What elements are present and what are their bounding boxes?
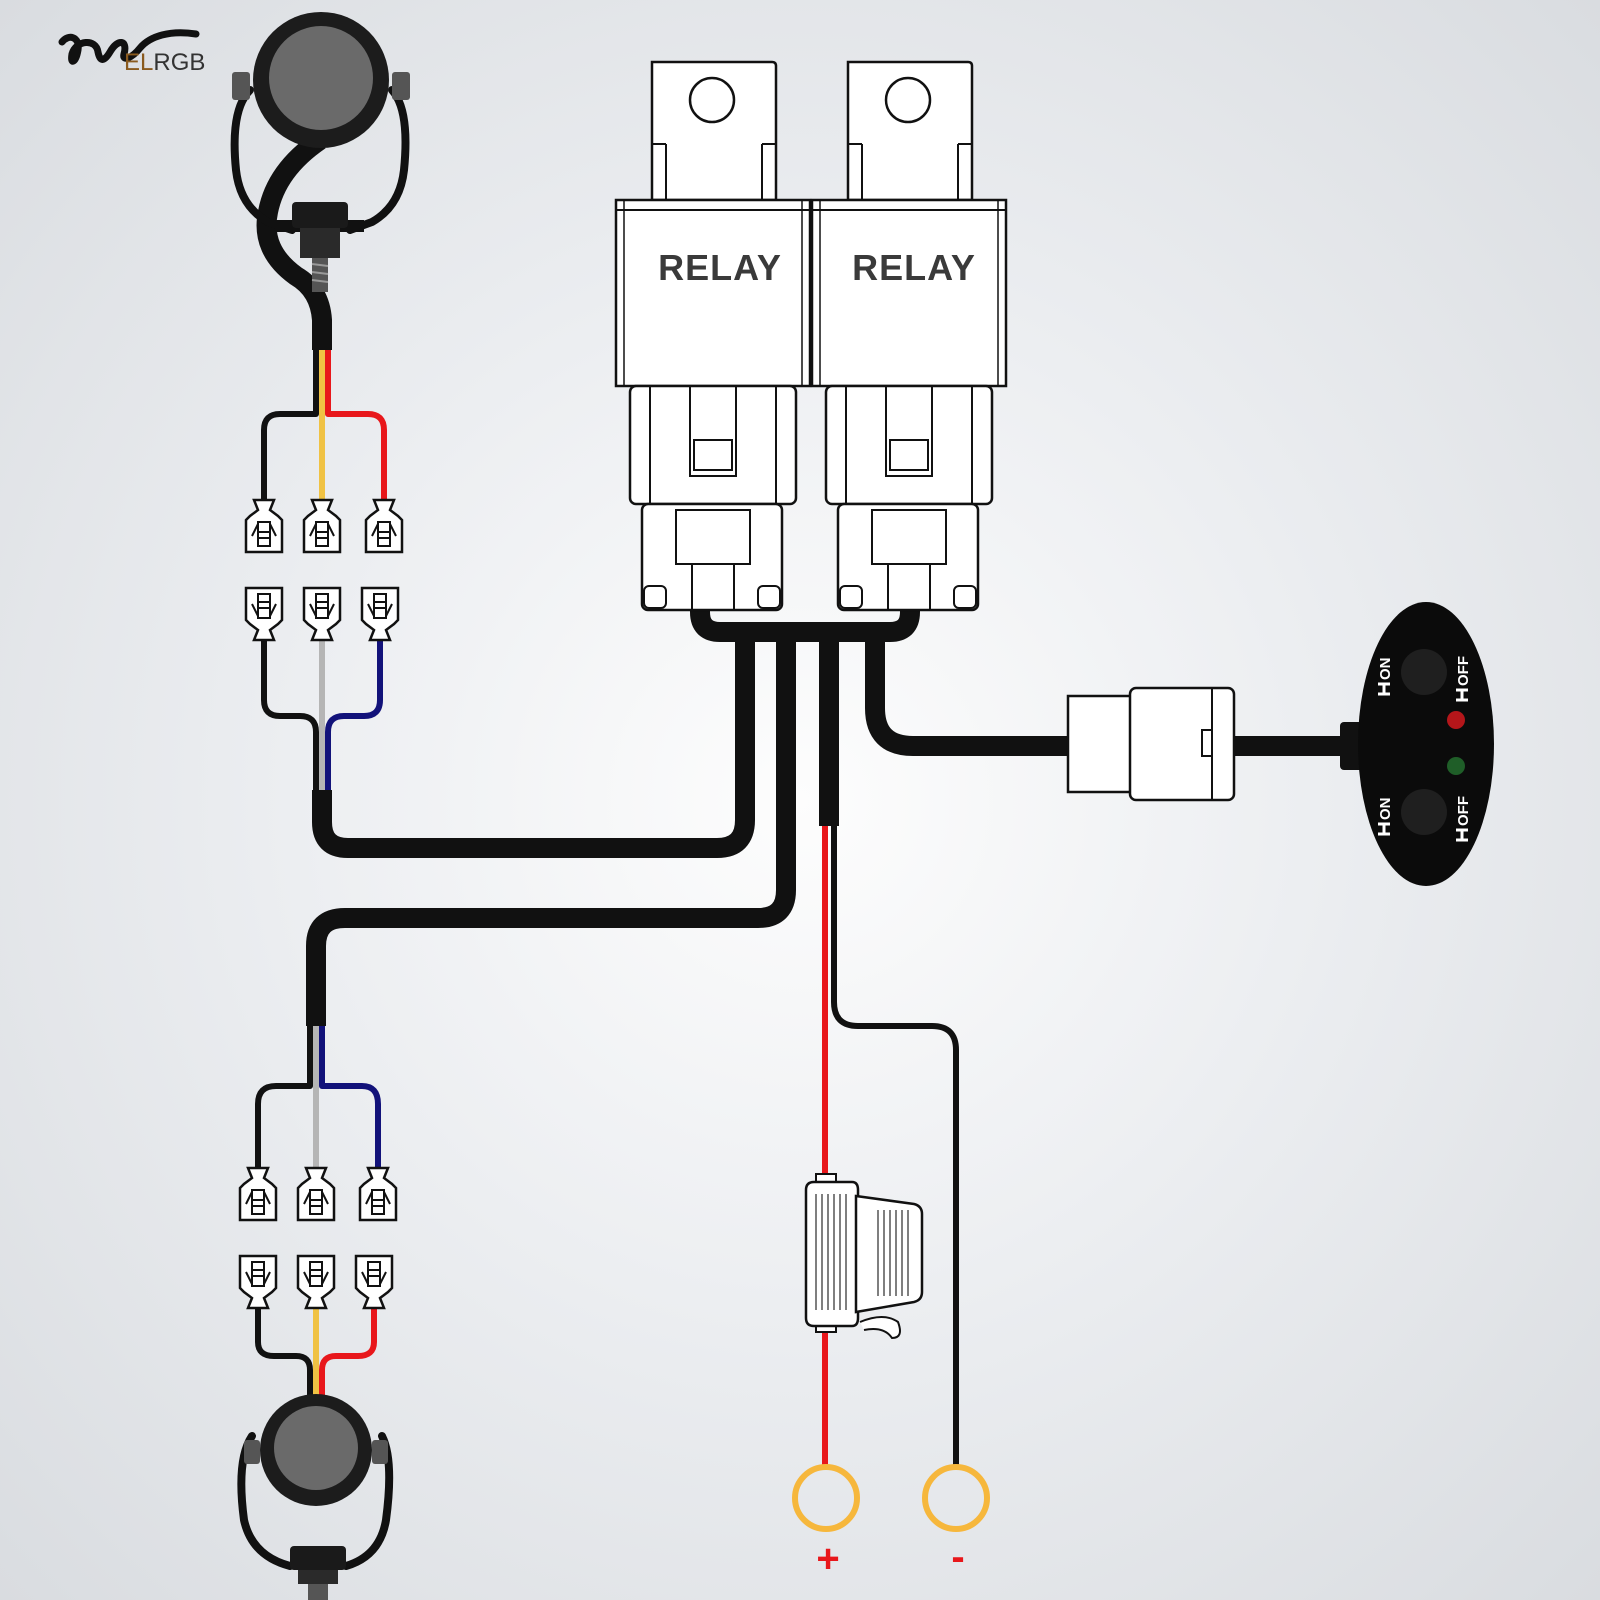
- main-harness: [256, 131, 1070, 1026]
- lower-red-wire: [319, 1306, 377, 1400]
- positive-terminal: +: [792, 1464, 860, 1581]
- upper-blue-wire: [325, 640, 383, 790]
- toggle-mark-icon: [1378, 822, 1390, 836]
- bottom-switch-on-label: ON: [1377, 798, 1394, 821]
- positive-terminal-label: +: [816, 1537, 839, 1581]
- connector-plug-icon: [244, 498, 284, 554]
- positive-ring-terminal-icon: [792, 1464, 860, 1532]
- svg-text:ELRGB: ELRGB: [124, 49, 205, 76]
- connector-socket-icon: [354, 1254, 394, 1310]
- brand-logo: ELRGB: [58, 29, 205, 76]
- red-led-indicator: [1447, 711, 1465, 729]
- lower-blue-wire: [319, 1026, 381, 1170]
- lower-light-wires: [255, 1026, 381, 1400]
- toggle-mark-icon: [1456, 688, 1468, 702]
- lower-black-wire-upper: [255, 1026, 313, 1170]
- logo-text-el: EL: [124, 49, 153, 76]
- upper-light-cable: [256, 131, 332, 350]
- upper-black-wire: [261, 350, 319, 500]
- relay-2: RELAY: [810, 60, 1008, 612]
- lower-black-wire: [255, 1306, 313, 1400]
- upper-black-wire-lower: [261, 640, 319, 790]
- negative-ring-terminal-icon: [922, 1464, 990, 1532]
- bottom-switch-off-label: OFF: [1455, 796, 1472, 826]
- top-switch-on-label: ON: [1377, 658, 1394, 681]
- logo-swoosh-icon: [58, 29, 200, 65]
- lower-connectors: [238, 1166, 398, 1310]
- relay-2-label: RELAY: [852, 247, 976, 288]
- upper-led-light-icon: [230, 12, 410, 292]
- top-switch-off-label: OFF: [1455, 656, 1472, 686]
- connector-plug-icon: [358, 1166, 398, 1222]
- switch-connector-icon: [1066, 686, 1364, 802]
- connector-socket-icon: [244, 586, 284, 642]
- relay-bus-wire: [690, 598, 920, 642]
- negative-terminal-label: -: [951, 1535, 964, 1579]
- logo-text-rgb: RGB: [153, 49, 205, 76]
- upper-connectors: [244, 498, 404, 642]
- relay-1: RELAY: [614, 60, 812, 612]
- connector-plug-icon: [364, 498, 404, 554]
- upper-light-wires: [261, 350, 387, 790]
- top-switch-button[interactable]: [1401, 649, 1447, 695]
- negative-black-wire: [831, 826, 959, 1466]
- connector-socket-icon: [360, 586, 400, 642]
- connector-plug-icon: [238, 1166, 278, 1222]
- connector-socket-icon: [238, 1254, 278, 1310]
- upper-red-wire: [325, 350, 387, 500]
- fuse-holder-icon: [804, 1173, 924, 1340]
- green-led-indicator: [1447, 757, 1465, 775]
- harness-to-switch: [865, 640, 1070, 756]
- harness-to-lower-light: [306, 640, 796, 1026]
- switch-panel: ON OFF ON OFF: [1358, 602, 1494, 886]
- bottom-switch-button[interactable]: [1401, 789, 1447, 835]
- power-wires: [822, 826, 959, 1466]
- harness-to-upper-light: [312, 640, 755, 858]
- connector-socket-icon: [302, 586, 342, 642]
- connector-plug-icon: [296, 1166, 336, 1222]
- connector-plug-icon: [302, 498, 342, 554]
- toggle-mark-icon: [1456, 828, 1468, 842]
- toggle-mark-icon: [1378, 682, 1390, 696]
- lower-led-light-icon: [237, 1394, 394, 1600]
- relay-1-label: RELAY: [658, 247, 782, 288]
- negative-terminal: -: [922, 1464, 990, 1579]
- connector-socket-icon: [296, 1254, 336, 1310]
